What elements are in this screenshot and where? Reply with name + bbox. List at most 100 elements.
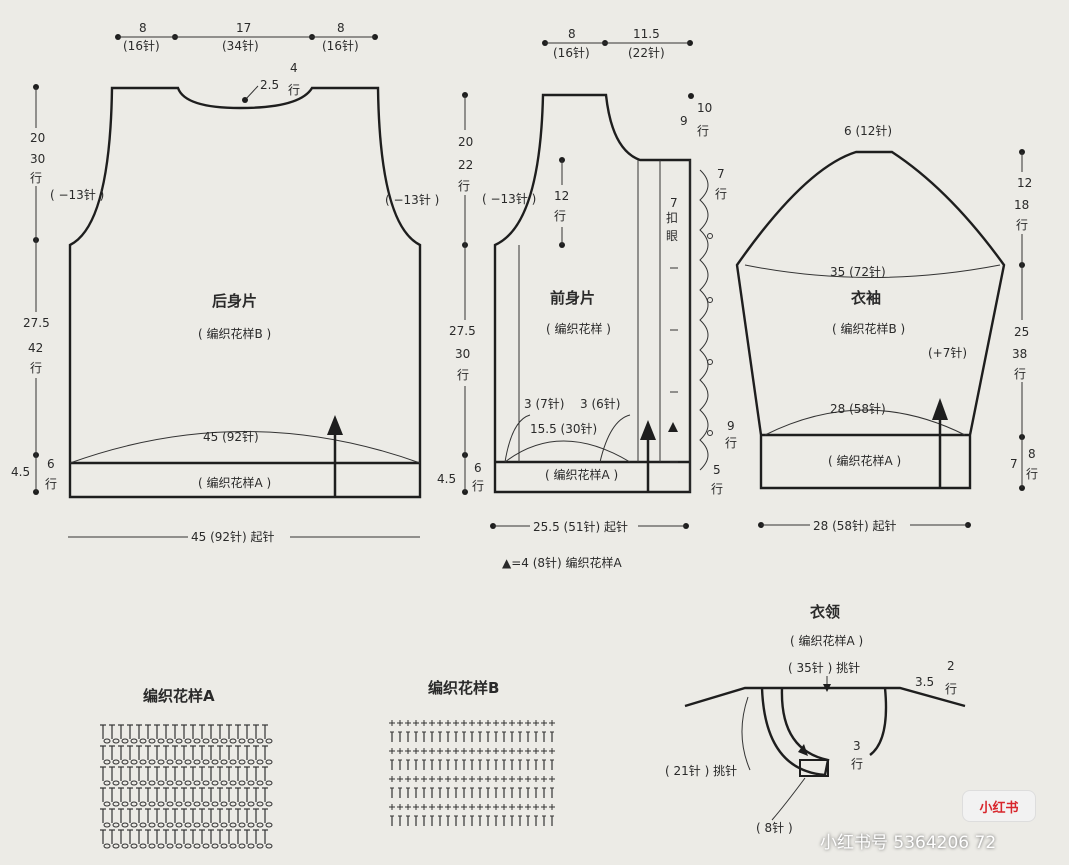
front-shoulder-st: (16针) xyxy=(553,45,590,60)
pattern-a-title: 编织花样A xyxy=(143,687,215,705)
front-armhole-cm: 20 xyxy=(458,135,473,149)
front-pocket-b: 3 (6针) xyxy=(580,396,620,411)
back-neck-st: (34针) xyxy=(222,38,259,53)
sleeve-cap-rows: 18 xyxy=(1014,198,1029,212)
sleeve-cap-cm: 12 xyxy=(1017,176,1032,190)
front-outline xyxy=(493,93,692,494)
back-outline xyxy=(68,86,422,499)
sleeve-body-cm: 25 xyxy=(1014,325,1029,339)
collar-pattern: ( 编织花样A ) xyxy=(790,633,863,648)
front-note: ▲=4 (8针) 编织花样A xyxy=(502,555,623,570)
front-body-cm: 27.5 xyxy=(449,324,476,338)
front-pocket-a: 3 (7针) xyxy=(524,396,564,411)
sleeve-title: 衣袖 xyxy=(851,289,881,307)
front-body-unit: 行 xyxy=(457,368,469,382)
front-piece: 8 (16针) 11.5 (22针) 9 10 行 7 行 20 22 行 ( … xyxy=(437,27,737,570)
sleeve-cuff-unit: 行 xyxy=(1026,467,1038,481)
back-neck-rows-unit: 行 xyxy=(288,83,300,97)
sleeve-cuff-cm: 7 xyxy=(1010,457,1018,471)
collar-side-rows: 3 xyxy=(853,739,861,753)
front-armhole-rows: 22 xyxy=(458,158,473,172)
back-body-unit: 行 xyxy=(30,361,42,375)
front-hem-cm: 4.5 xyxy=(437,472,456,486)
sleeve-band: ( 编织花样A ) xyxy=(828,453,901,468)
front-neck-cm: 11.5 xyxy=(633,27,660,41)
pattern-b-title: 编织花样B xyxy=(428,679,499,697)
sleeve-cast-on: 28 (58针) 起针 xyxy=(813,518,897,533)
collar-piece: 衣领 ( 编织花样A ) ( 35针 ) 挑针 3.5 2 行 3 行 ( 21… xyxy=(665,603,966,835)
back-neck-rows: 4 xyxy=(290,61,298,75)
sleeve-piece: 6 (12针) 35 (72针) 衣袖 ( 编织花样B ) (+7针) 28 (… xyxy=(735,123,1038,533)
buttonhole-count: 7 xyxy=(670,196,678,210)
collar-end-st: ( 8针 ) xyxy=(756,820,793,835)
front-pocket-unit: 行 xyxy=(725,436,737,450)
back-shoulder-left-st: (16针) xyxy=(123,38,160,53)
pattern-b-legend: 编织花样B xyxy=(389,679,555,826)
back-body-rows: 42 xyxy=(28,341,43,355)
sleeve-body-unit: 行 xyxy=(1014,367,1026,381)
back-armhole-rows: 30 xyxy=(30,152,45,166)
front-pattern: ( 编织花样 ) xyxy=(546,321,611,336)
front-dec: ( −13针 ) xyxy=(482,191,536,206)
back-pattern: ( 编织花样B ) xyxy=(198,326,271,341)
back-piece: 8 (16针) 17 (34针) 8 (16针) 2.5 4 行 20 30 行… xyxy=(11,21,439,544)
back-armhole-cm: 20 xyxy=(30,131,45,145)
collar-side-unit: 行 xyxy=(851,757,863,771)
back-width-arc xyxy=(69,431,421,464)
back-arrow-head xyxy=(327,415,343,435)
watermark-badge: 小红书 xyxy=(962,790,1036,822)
back-armhole-unit: 行 xyxy=(30,171,42,185)
collar-depth-unit: 行 xyxy=(945,682,957,696)
sleeve-body-rows: 38 xyxy=(1012,347,1027,361)
front-neck-rows2: 7 xyxy=(717,167,725,181)
pattern-b-chart xyxy=(389,720,555,826)
front-band: ( 编织花样A ) xyxy=(545,467,618,482)
pattern-a-chart xyxy=(100,724,273,849)
front-low-unit: 行 xyxy=(711,482,723,496)
sleeve-top: 6 (12针) xyxy=(844,123,892,138)
back-shoulder-right-cm: 8 xyxy=(337,21,345,35)
sleeve-pattern: ( 编织花样B ) xyxy=(832,321,905,336)
sleeve-cap-unit: 行 xyxy=(1016,218,1028,232)
back-title: 后身片 xyxy=(212,292,257,310)
front-inner-unit: 行 xyxy=(554,209,566,223)
back-cast-on: 45 (92针) 起针 xyxy=(191,529,275,544)
front-hem-rows: 6 xyxy=(474,461,482,475)
collar-depth-cm: 3.5 xyxy=(915,675,934,689)
sleeve-upper-width: 35 (72针) xyxy=(830,264,886,279)
back-hem-unit: 行 xyxy=(45,477,57,491)
front-neck-unit: 行 xyxy=(697,124,709,138)
front-neck-st: (22针) xyxy=(628,45,665,60)
collar-pick-top: ( 35针 ) 挑针 xyxy=(788,660,860,675)
back-hem-cm: 4.5 xyxy=(11,465,30,479)
sleeve-cuff-rows: 8 xyxy=(1028,447,1036,461)
collar-title: 衣领 xyxy=(810,603,840,621)
back-hem-rows: 6 xyxy=(47,457,55,471)
front-hem-unit: 行 xyxy=(472,479,484,493)
back-band: ( 编织花样A ) xyxy=(198,475,271,490)
front-low-rows: 5 xyxy=(713,463,721,477)
front-neck-unit2: 行 xyxy=(715,187,727,201)
watermark-text: 小红书号 5364206 72 xyxy=(820,833,997,853)
back-shoulder-right-st: (16针) xyxy=(322,38,359,53)
back-width: 45 (92针) xyxy=(203,429,259,444)
front-neck-depth: 9 xyxy=(680,114,688,128)
back-shoulder-left-cm: 8 xyxy=(139,21,147,35)
collar-depth-rows: 2 xyxy=(947,659,955,673)
sleeve-lower-width: 28 (58针) xyxy=(830,401,886,416)
front-body-rows: 30 xyxy=(455,347,470,361)
buttonhole-label-2: 眼 xyxy=(666,229,678,243)
buttonhole-label-1: 扣 xyxy=(666,211,678,225)
back-dec-right: ( −13针 ) xyxy=(385,192,439,207)
front-pocket-rows: 9 xyxy=(727,419,735,433)
pattern-a-legend: 编织花样A xyxy=(100,687,273,849)
sleeve-inc: (+7针) xyxy=(928,345,967,360)
front-inner-rows: 12 xyxy=(554,189,569,203)
front-neck-rows: 10 xyxy=(697,101,712,115)
front-armhole-unit: 行 xyxy=(458,179,470,193)
front-shoulder-cm: 8 xyxy=(568,27,576,41)
front-title: 前身片 xyxy=(550,289,595,307)
front-pocket-w: 15.5 (30针) xyxy=(530,421,597,436)
back-neck-cm: 17 xyxy=(236,21,251,35)
